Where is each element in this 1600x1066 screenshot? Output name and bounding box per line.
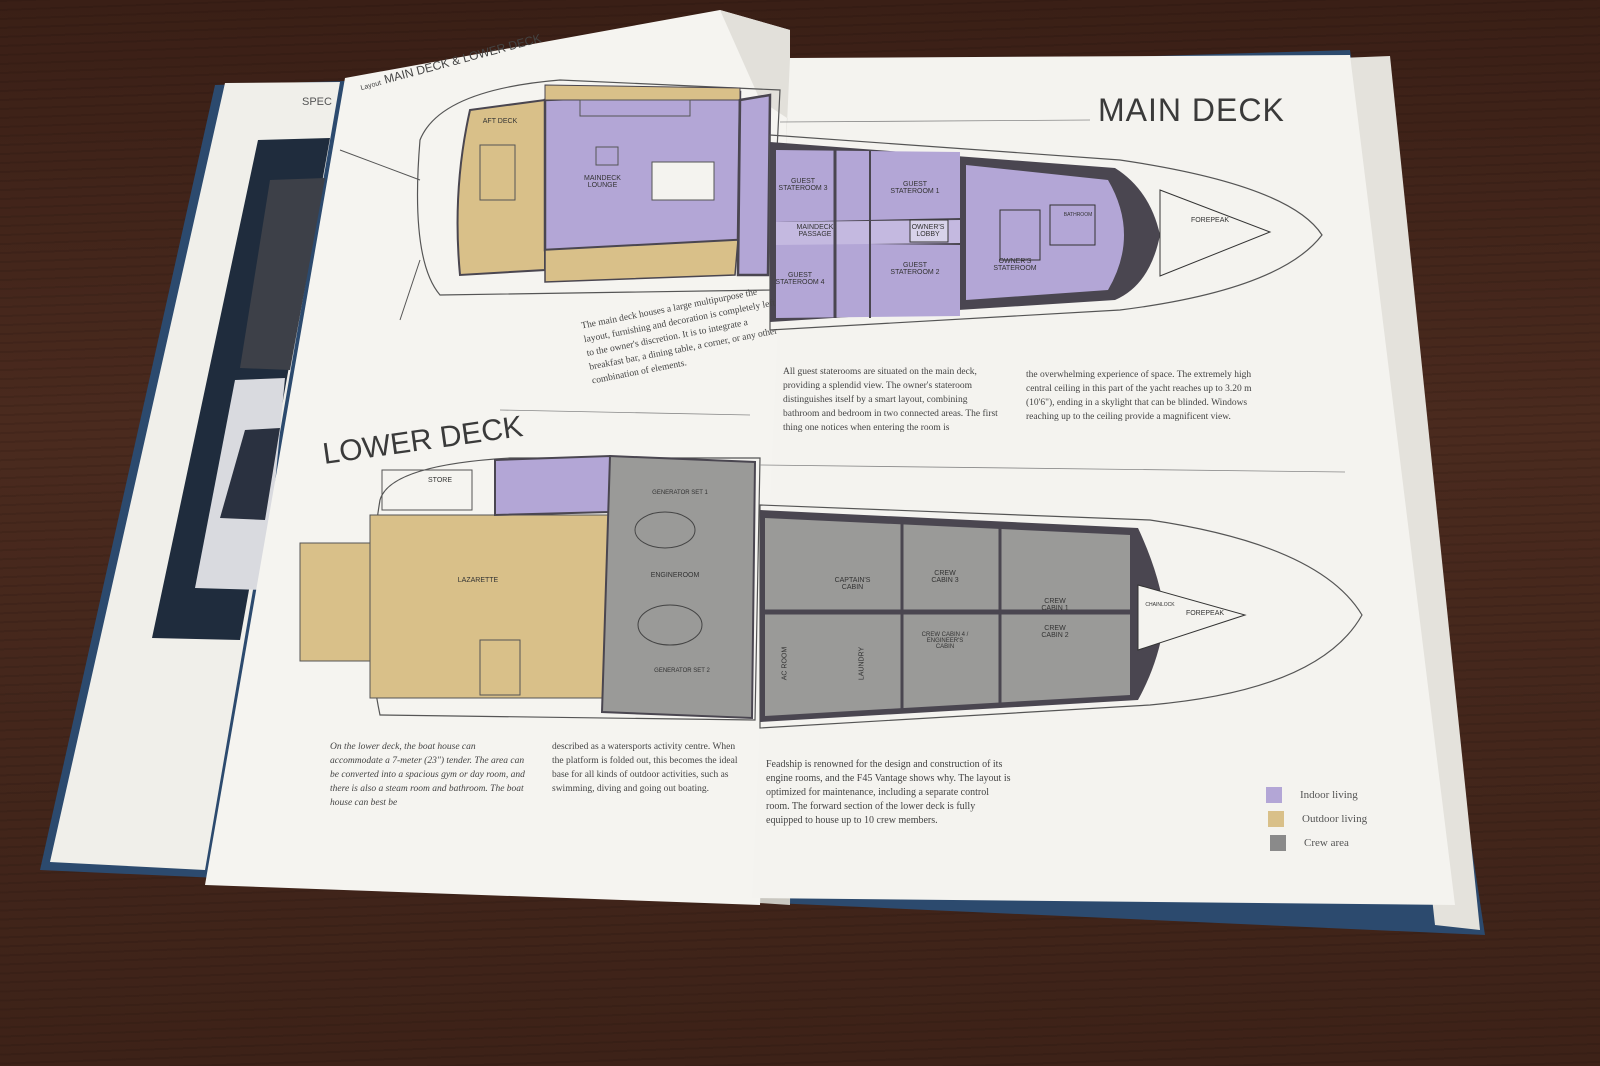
main-deck-right-paragraph-2: the overwhelming experience of space. Th… <box>1026 370 1252 422</box>
lower-deck-right-paragraph: Feadship is renowned for the design and … <box>766 759 1011 826</box>
legend-swatch-outdoor <box>1268 811 1284 827</box>
label-maindeck-passage: MAINDECK PASSAGE <box>796 224 834 238</box>
label-forepeak-lower: FOREPEAK <box>1185 610 1225 617</box>
label-lazarette: LAZARETTE <box>457 577 499 584</box>
label-owners-lobby: OWNER'S LOBBY <box>911 224 945 238</box>
lower-deck-left-paragraph-1: On the lower deck, the boat house can ac… <box>330 742 525 808</box>
label-owners-stateroom: OWNER'S STATEROOM <box>993 258 1037 272</box>
label-bathroom: BATHROOM <box>1063 212 1093 218</box>
label-chainlocker: CHAINLOCK <box>1145 602 1175 608</box>
label-crew-cabin-1: CREW CABIN 1 <box>1041 598 1069 612</box>
lower-deck-plan-aft <box>299 454 761 721</box>
legend-item: Indoor living <box>1266 787 1358 803</box>
label-crew-cabin-4: CREW CABIN 4 / ENGINEER'S CABIN <box>921 632 969 650</box>
legend-item: Crew area <box>1270 835 1349 851</box>
label-crew-cabin-3: CREW CABIN 3 <box>931 570 959 584</box>
label-engineroom: ENGINEROOM <box>650 572 700 579</box>
main-deck-title: MAIN DECK <box>1098 92 1285 128</box>
legend-swatch-indoor <box>1266 787 1282 803</box>
label-generator-2: GENERATOR SET 2 <box>654 668 710 674</box>
lower-deck-plan-forward <box>759 504 1363 729</box>
label-crew-cabin-2: CREW CABIN 2 <box>1041 625 1069 639</box>
label-guest-stateroom-4: GUEST STATEROOM 4 <box>775 272 825 286</box>
legend-item: Outdoor living <box>1268 811 1367 827</box>
label-generator-1: GENERATOR SET 1 <box>652 490 708 496</box>
label-guest-stateroom-2: GUEST STATEROOM 2 <box>890 262 940 276</box>
label-captains-cabin: CAPTAIN'S CABIN <box>834 577 871 591</box>
main-deck-plan-aft <box>339 79 781 321</box>
under-page-header: SPEC <box>302 96 332 108</box>
legend-swatch-crew <box>1270 835 1286 851</box>
lower-deck-left-paragraph-2: described as a watersports activity cent… <box>552 742 738 794</box>
label-guest-stateroom-1: GUEST STATEROOM 1 <box>890 181 940 195</box>
main-deck-plan-forward <box>769 134 1323 331</box>
label-guest-stateroom-3: GUEST STATEROOM 3 <box>778 178 828 192</box>
label-ac-room: AC ROOM <box>781 646 789 681</box>
label-laundry: LAUNDRY <box>858 646 866 681</box>
main-deck-right-paragraph-1: All guest staterooms are situated on the… <box>783 367 998 433</box>
label-maindeck-lounge: MAINDECK LOUNGE <box>584 175 621 189</box>
label-forepeak-main: FOREPEAK <box>1190 217 1230 224</box>
label-aft-deck: AFT DECK <box>482 118 518 125</box>
label-store: STORE <box>428 477 452 484</box>
